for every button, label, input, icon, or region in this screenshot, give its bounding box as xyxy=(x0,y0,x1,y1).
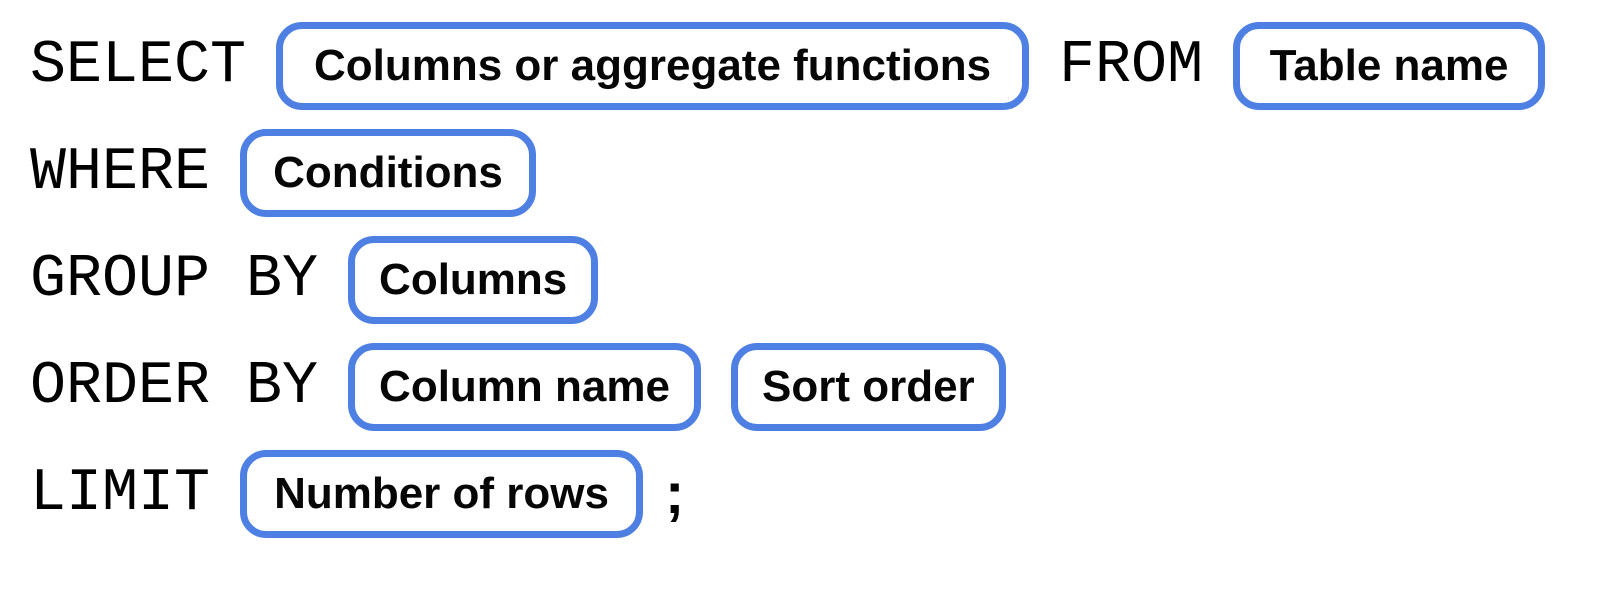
keyword-group-by: GROUP BY xyxy=(30,246,319,314)
sql-line-group-by: GROUP BY Columns xyxy=(30,236,599,324)
sql-line-select: SELECT Columns or aggregate functions FR… xyxy=(30,22,1546,110)
placeholder-box-columns: Columns xyxy=(348,236,599,324)
sql-syntax-diagram: SELECT Columns or aggregate functions FR… xyxy=(30,22,1546,538)
keyword-select: SELECT xyxy=(30,32,247,100)
keyword-order-by: ORDER BY xyxy=(30,353,319,421)
placeholder-box-conditions: Conditions xyxy=(240,129,537,217)
placeholder-box-sort-order: Sort order xyxy=(730,343,1006,431)
keyword-limit: LIMIT xyxy=(30,460,211,528)
keyword-where: WHERE xyxy=(30,139,211,207)
placeholder-box-number-of-rows: Number of rows xyxy=(240,450,644,538)
sql-line-where: WHERE Conditions xyxy=(30,129,537,217)
placeholder-box-columns-or-aggregate-functions: Columns or aggregate functions xyxy=(276,22,1030,110)
placeholder-box-table-name: Table name xyxy=(1233,22,1546,110)
placeholder-box-column-name: Column name xyxy=(348,343,701,431)
keyword-from: FROM xyxy=(1059,32,1204,100)
sql-line-limit: LIMIT Number of rows ; xyxy=(30,450,684,538)
sql-line-order-by: ORDER BY Column name Sort order xyxy=(30,343,1006,431)
semicolon-punctuation: ; xyxy=(665,461,685,526)
